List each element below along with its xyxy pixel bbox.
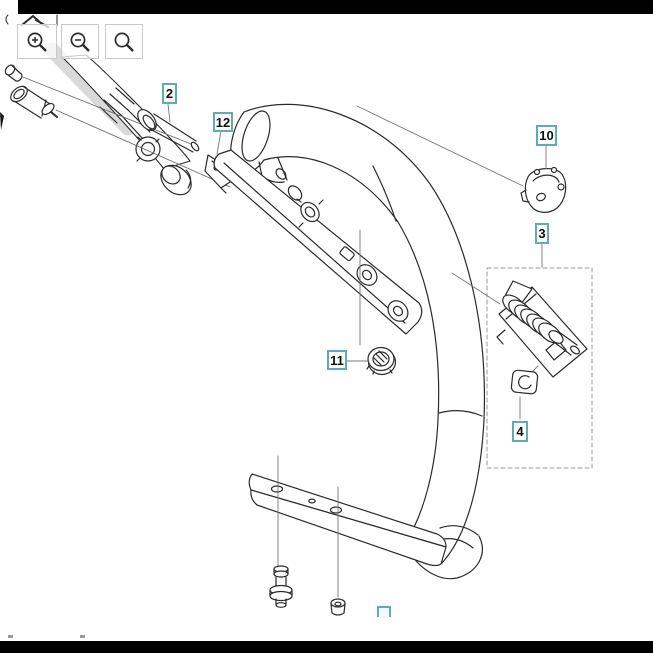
brake-lever-assembly [61, 54, 192, 196]
handle-tube [230, 103, 486, 564]
cutoff-text-speck [8, 635, 13, 638]
alignment-leader-lines [22, 76, 231, 188]
bottom-bolt [269, 565, 293, 608]
magnifier-minus-icon [65, 28, 95, 56]
part-label-12[interactable]: 12 [213, 112, 233, 132]
trigger-plate [213, 149, 423, 335]
hinge-pin [10, 85, 58, 119]
search-button[interactable] [105, 24, 143, 59]
brake-lever-shade [44, 42, 136, 136]
leader-lines-10 [356, 105, 547, 187]
part-10-knob [520, 166, 567, 213]
top-black-bar [18, 0, 653, 14]
foot-bar [248, 473, 447, 567]
part-label-10[interactable]: 10 [536, 125, 557, 146]
part-label-3[interactable]: 3 [535, 223, 549, 244]
part-11-grommet [366, 346, 397, 376]
magnifier-icon [109, 28, 139, 56]
stray-mark [0, 112, 4, 130]
part-3-spring-assembly [496, 280, 588, 378]
zoom-out-button[interactable] [61, 24, 99, 59]
part-2-bolt [137, 109, 200, 153]
part-label-2[interactable]: 2 [162, 83, 177, 104]
zoom-in-button[interactable] [17, 24, 57, 59]
cutoff-text-speck [80, 635, 85, 638]
label-leader-lines [167, 103, 369, 362]
small-plug [4, 64, 23, 82]
part-4-nut [510, 365, 539, 420]
fastener-leader-lines [277, 455, 339, 598]
detail-box [486, 267, 593, 469]
leader-line-spring [451, 272, 501, 305]
part-label-11[interactable]: 11 [327, 350, 347, 370]
part-label-partial[interactable] [377, 606, 391, 617]
tube-foot-curve [415, 535, 483, 580]
bottom-nut [330, 598, 346, 616]
part-label-4[interactable]: 4 [512, 421, 528, 442]
bottom-black-bar [0, 641, 653, 653]
magnifier-plus-icon [22, 28, 52, 56]
